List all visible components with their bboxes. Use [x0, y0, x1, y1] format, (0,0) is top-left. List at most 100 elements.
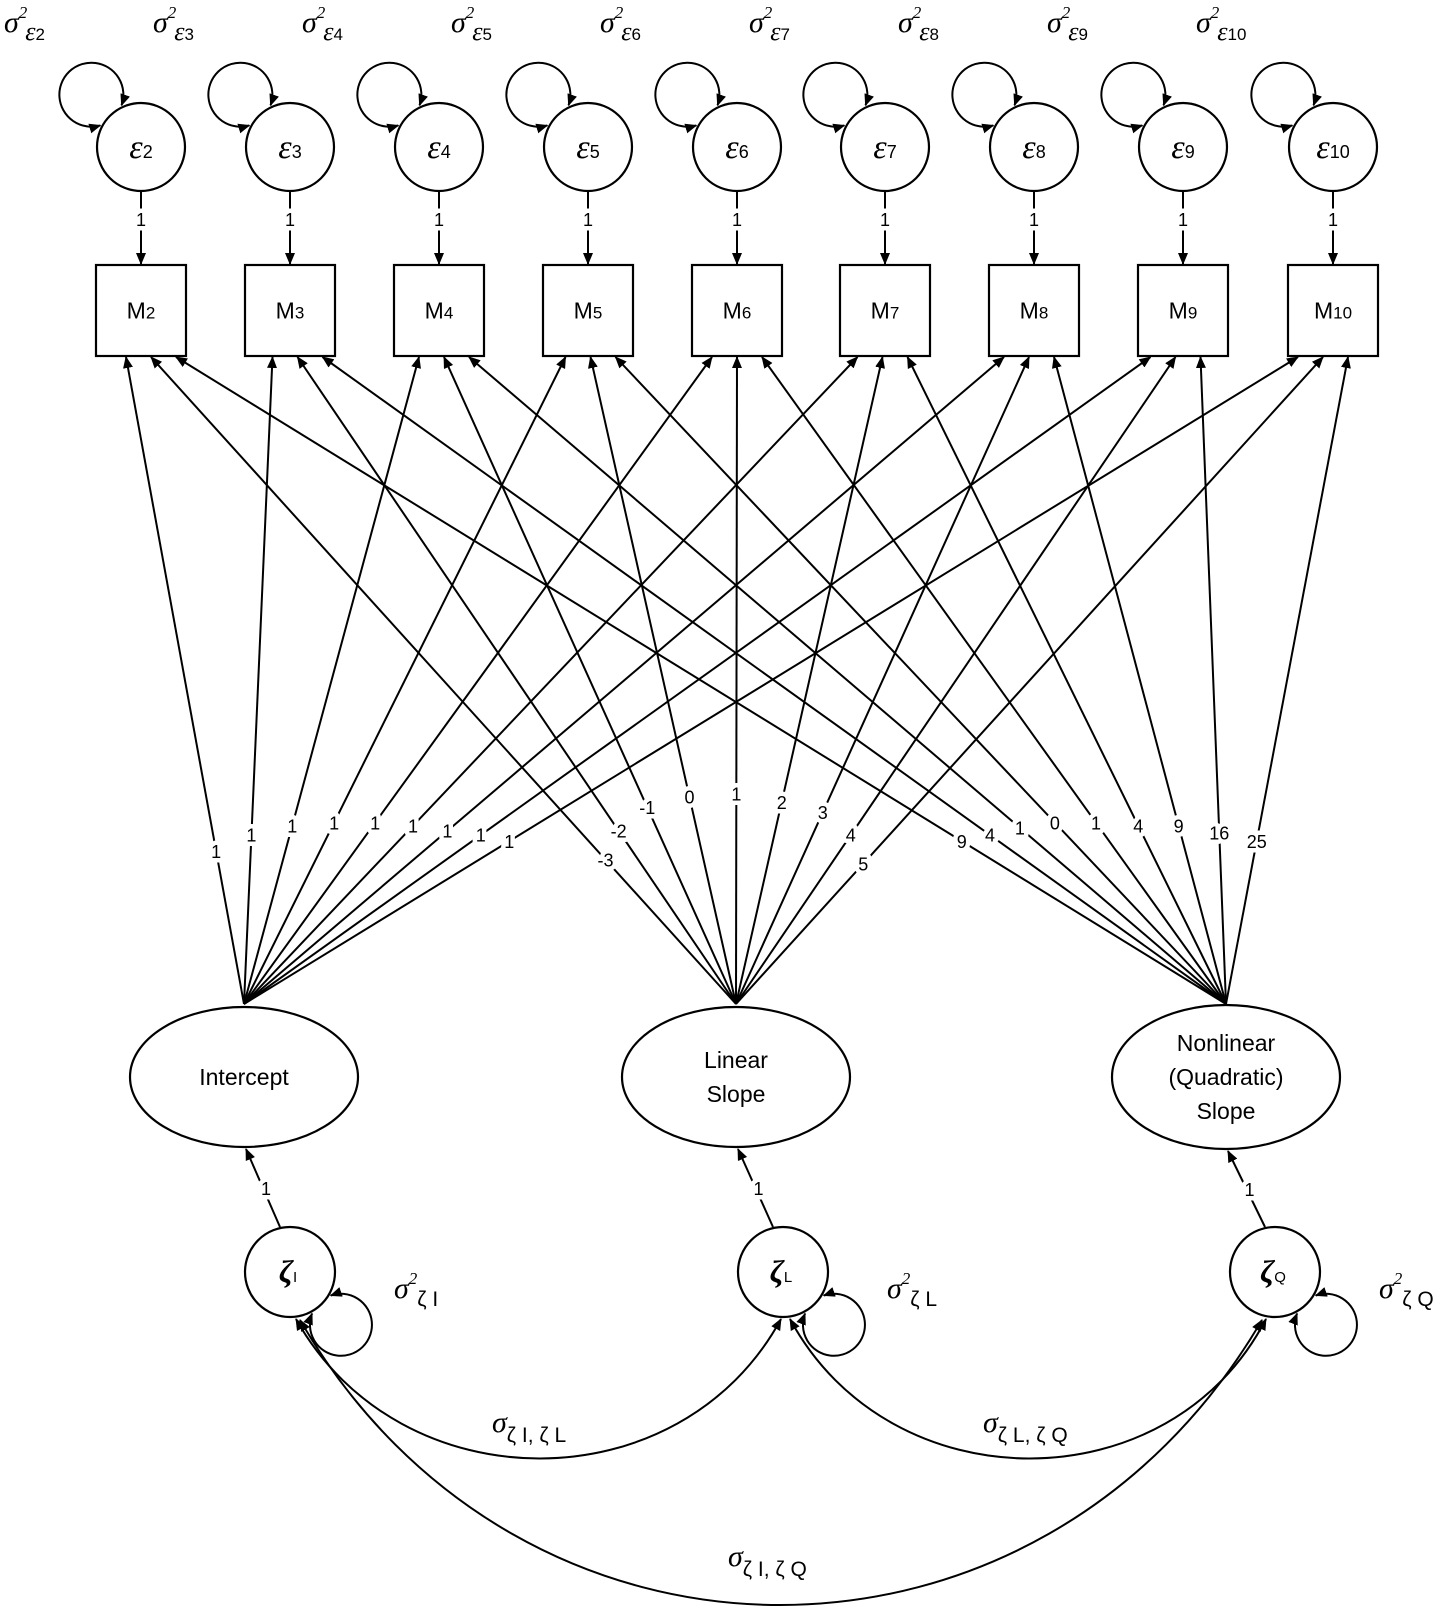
- loading-path: [243, 356, 859, 1005]
- loading-path: [735, 356, 1324, 1005]
- loading-path: [296, 356, 737, 1005]
- loading-path: [735, 356, 1030, 1005]
- residual-variance-loop: [505, 61, 577, 134]
- loading-path: [443, 356, 737, 1005]
- disturbance-node: [243, 1225, 337, 1319]
- loading-path: [321, 356, 1227, 1005]
- loading-label: 0: [684, 788, 694, 808]
- indicator-box: [690, 263, 784, 358]
- covariance-path: [789, 1318, 1267, 1460]
- loading-path: [731, 356, 742, 1005]
- disturbance-node: [736, 1225, 830, 1319]
- latent-factor-node: [128, 1005, 360, 1149]
- covariance-label: σζ L, ζ Q: [983, 1406, 1068, 1447]
- residual-loading-label: 1: [136, 210, 146, 230]
- loading-label: 1: [329, 813, 339, 833]
- loading-label: 4: [985, 826, 995, 846]
- loading-path: [150, 356, 737, 1005]
- loading-label: 0: [1050, 813, 1060, 833]
- residual-label: ε9: [1171, 129, 1194, 166]
- disturbance-loading-label: 1: [1244, 1180, 1254, 1200]
- disturbance-variance-label: σ2ζ L: [887, 1269, 937, 1311]
- loading-path: [735, 356, 885, 1005]
- loading-path: [243, 356, 567, 1005]
- indicator-label: M2: [127, 298, 156, 324]
- loading-label: 1: [476, 826, 486, 846]
- loading-path: [468, 356, 1227, 1005]
- indicator-label: M3: [276, 298, 305, 324]
- disturbance-path: [245, 1148, 281, 1228]
- residual-label: ε6: [725, 129, 748, 166]
- residual-node: [988, 101, 1080, 193]
- disturbance-node: [1228, 1225, 1322, 1319]
- residual-loading-label: 1: [1178, 210, 1188, 230]
- covariance-path: [299, 1319, 1263, 1606]
- disturbance-variance-loop: [1288, 1287, 1358, 1357]
- loading-label: 9: [1174, 816, 1184, 836]
- disturbance-variance-loop: [303, 1287, 373, 1357]
- indicator-label: M8: [1020, 298, 1049, 324]
- latent-factor-label: Slope: [707, 1081, 766, 1107]
- loading-label: -3: [597, 850, 613, 870]
- disturbance-loading-label: 1: [261, 1179, 271, 1199]
- loading-label: -1: [639, 798, 655, 818]
- indicator-box: [392, 263, 486, 358]
- loading-label: 1: [504, 832, 514, 852]
- indicator-box: [838, 263, 932, 358]
- residual-loading-label: 1: [1328, 210, 1338, 230]
- indicator-box: [94, 263, 188, 358]
- disturbance-label: ζI: [279, 1253, 297, 1289]
- loading-label: 1: [370, 813, 380, 833]
- loading-path: [906, 356, 1227, 1005]
- residual-label: ε2: [129, 129, 152, 166]
- residual-loading-label: 1: [732, 210, 742, 230]
- disturbance-label: ζL: [770, 1253, 792, 1289]
- residual-variance-loop: [58, 61, 130, 134]
- disturbance-label: ζQ: [1260, 1253, 1286, 1289]
- residual-label: ε5: [576, 129, 599, 166]
- residual-loading-label: 1: [880, 210, 890, 230]
- residual-loading-label: 1: [285, 210, 295, 230]
- residual-variance-loop: [1100, 61, 1172, 134]
- loading-path: [243, 356, 1152, 1005]
- covariance-label: σζ I, ζ L: [492, 1406, 566, 1447]
- loading-label: 2: [777, 793, 787, 813]
- residual-label: ε7: [873, 129, 896, 166]
- residual-label: ε3: [278, 129, 301, 166]
- residual-node: [95, 101, 187, 193]
- loading-paths: [58, 61, 1358, 1606]
- latent-factor-label: Intercept: [199, 1064, 289, 1090]
- loading-label: 1: [731, 785, 741, 805]
- covariance-label: σζ I, ζ Q: [728, 1540, 807, 1581]
- loading-label: 1: [1091, 813, 1101, 833]
- loading-path: [735, 356, 1177, 1005]
- covariance-path: [295, 1318, 782, 1460]
- loading-label: 4: [1133, 816, 1143, 836]
- latent-factor-node: [1110, 1003, 1342, 1151]
- residual-variance-loop: [951, 61, 1023, 134]
- loading-label: 1: [211, 842, 221, 862]
- residual-variance-loop: [654, 61, 726, 134]
- loading-path: [1051, 356, 1227, 1005]
- loading-label: 1: [442, 822, 452, 842]
- residual-node: [542, 101, 634, 193]
- loading-label: 1: [408, 816, 418, 836]
- loading-path: [243, 356, 421, 1005]
- latent-factor-label: Linear: [704, 1047, 768, 1073]
- residual-node: [1287, 101, 1379, 193]
- indicator-label: M10: [1314, 298, 1352, 324]
- loading-label: 9: [957, 832, 967, 852]
- loading-label: 1: [246, 826, 256, 846]
- residual-loading-label: 1: [583, 210, 593, 230]
- indicator-label: M6: [723, 298, 752, 324]
- disturbance-variance-label: σ2ζ I: [394, 1269, 438, 1311]
